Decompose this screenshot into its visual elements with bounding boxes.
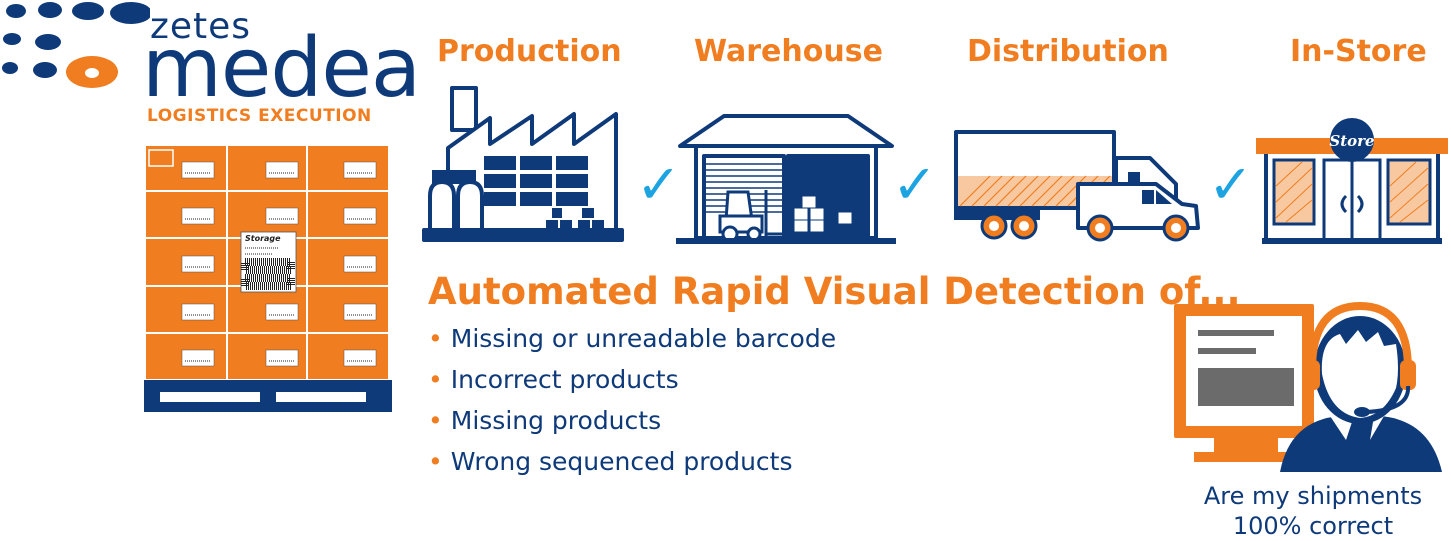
check-icon: ✓ xyxy=(636,153,682,216)
question-line-1: Are my shipments xyxy=(1203,482,1423,510)
stage-title-warehouse: Warehouse xyxy=(694,34,883,69)
svg-text:Storage: Storage xyxy=(245,234,281,243)
bullet-icon: • xyxy=(428,447,443,476)
check-icon: ✓ xyxy=(1208,153,1254,216)
stage-title-production: Production xyxy=(437,34,622,69)
question-line-2: 100% correct xyxy=(1232,512,1394,540)
operator-question: Are my shipments 100% correct xyxy=(1180,481,1446,541)
check-icon: ✓ xyxy=(892,153,938,216)
warehouse-icon xyxy=(676,114,896,244)
list-item: •Missing or unreadable barcode xyxy=(428,324,837,353)
bullet-icon: • xyxy=(428,406,443,435)
logo-dots-icon xyxy=(2,2,150,88)
pallet-boxes-icon: Storage xyxy=(144,144,392,412)
headline: Automated Rapid Visual Detection of... xyxy=(428,270,1241,313)
list-item: •Incorrect products xyxy=(428,365,679,394)
truck-icon xyxy=(954,130,1200,242)
bullet-icon: • xyxy=(428,365,443,394)
list-item: •Wrong sequenced products xyxy=(428,447,793,476)
stage-title-distribution: Distribution xyxy=(967,34,1169,69)
bullet-icon: • xyxy=(428,324,443,353)
stage-title-in-store: In-Store xyxy=(1290,34,1427,69)
logo-product: medea xyxy=(142,21,421,116)
operator-monitor-icon xyxy=(1174,301,1442,472)
logo-subtitle: LOGISTICS EXECUTION xyxy=(147,106,372,126)
detection-list: •Missing or unreadable barcode •Incorrec… xyxy=(428,318,836,482)
store-sign: Store xyxy=(1329,132,1374,150)
list-item: •Missing products xyxy=(428,406,662,435)
store-icon: Store xyxy=(1256,118,1448,244)
logo-company: zetes xyxy=(150,6,252,47)
factory-icon xyxy=(422,86,624,242)
